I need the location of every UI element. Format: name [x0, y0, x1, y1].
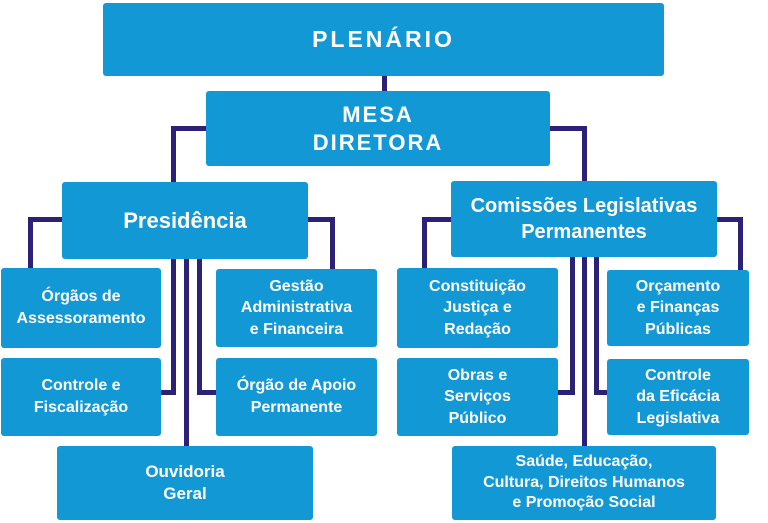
org-node-ouvidoria-geral: Ouvidoria Geral — [57, 446, 313, 520]
connector-presidencia-apoio-h — [197, 390, 216, 395]
org-node-obras-servicos-publico: Obras e Serviços Público — [397, 358, 558, 436]
org-node-saude-educacao-cultura: Saúde, Educação, Cultura, Direitos Human… — [452, 446, 716, 520]
connector-presidencia-controle-h — [161, 390, 176, 395]
org-node-presidencia: Presidência — [62, 182, 308, 259]
org-node-label: Órgãos de Assessoramento — [16, 288, 146, 327]
org-node-label: Orçamento e Finanças Públicas — [635, 278, 721, 338]
org-node-mesa-diretora: MESA DIRETORA — [206, 91, 550, 166]
connector-comissoes-constituicao-h — [422, 217, 451, 222]
org-node-controle-eficacia-legislativa: Controle da Eficácia Legislativa — [607, 359, 749, 435]
connector-comissoes-eficacia-h — [594, 390, 607, 395]
org-node-label: Presidência — [123, 207, 247, 233]
connector-presidencia-orgaos-h — [28, 217, 62, 222]
org-node-label: Controle da Eficácia Legislativa — [636, 367, 720, 427]
connector-comissoes-orcamento-h — [717, 217, 743, 222]
connector-presidencia-gestao-v — [330, 217, 335, 269]
connector-presidencia-orgaos-v — [28, 217, 33, 268]
org-node-label: MESA DIRETORA — [312, 102, 444, 155]
org-node-orcamento-financas: Orçamento e Finanças Públicas — [607, 270, 749, 346]
org-node-label: Obras e Serviços Público — [444, 367, 511, 427]
connector-presidencia-gestao-h — [308, 217, 335, 222]
org-node-orgao-apoio-permanente: Órgão de Apoio Permanente — [216, 358, 377, 436]
org-node-gestao-administrativa: Gestão Administrativa e Financeira — [216, 269, 377, 347]
org-node-controle-fiscalizacao: Controle e Fiscalização — [1, 358, 161, 436]
connector-comissoes-saude-v — [582, 257, 587, 446]
org-node-constituicao-justica-redacao: Constituição Justiça e Redação — [397, 268, 558, 348]
org-node-label: Ouvidoria Geral — [145, 461, 225, 503]
connector-presidencia-apoio-v — [197, 258, 202, 395]
org-node-label: PLENÁRIO — [312, 26, 455, 52]
connector-comissoes-obras-v — [570, 257, 575, 395]
org-node-label: Controle e Fiscalização — [33, 377, 129, 416]
connector-plenario-mesa — [382, 76, 387, 92]
org-node-label: Constituição Justiça e Redação — [429, 278, 526, 338]
connector-mesa-comissoes-v — [582, 126, 587, 181]
connector-mesa-presidencia-h — [171, 126, 206, 131]
org-node-label: Saúde, Educação, Cultura, Direitos Human… — [483, 453, 685, 512]
org-node-plenario: PLENÁRIO — [103, 3, 664, 76]
connector-comissoes-obras-h — [558, 390, 575, 395]
connector-mesa-presidencia-v — [171, 126, 176, 182]
org-node-label: Comissões Legislativas Permanentes — [470, 195, 698, 243]
org-node-label: Órgão de Apoio Permanente — [236, 377, 357, 416]
connector-presidencia-controle-v — [171, 258, 176, 395]
connector-comissoes-eficacia-v — [594, 257, 599, 395]
org-node-orgaos-assessoramento: Órgãos de Assessoramento — [1, 268, 161, 348]
org-node-comissoes-legislativas: Comissões Legislativas Permanentes — [451, 181, 717, 257]
connector-comissoes-orcamento-v — [738, 217, 743, 270]
org-node-label: Gestão Administrativa e Financeira — [240, 278, 353, 338]
connector-comissoes-constituicao-v — [422, 217, 427, 268]
connector-presidencia-ouvidoria-v — [184, 258, 189, 446]
connector-mesa-comissoes-h — [550, 126, 587, 131]
